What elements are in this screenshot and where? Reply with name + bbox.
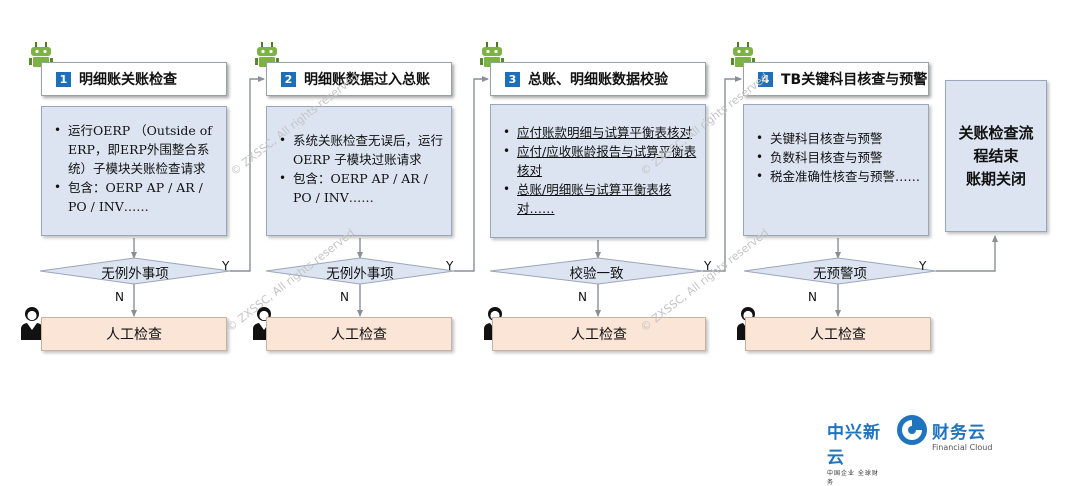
yes-label: Y [919,259,927,273]
bullet-item: •应付账款明细与试算平衡表核对 [503,125,693,140]
person-icon [21,307,43,340]
yes-label: Y [446,259,454,273]
step-2-header: 2 明细账数据过入总账 [266,62,452,96]
flow-connectors [39,76,998,317]
step-title: 明细账关账检查 [79,72,177,88]
decision-diamond-3 [489,257,704,285]
step-title: 总账、明细账数据校验 [528,72,668,88]
decision-diamond-2 [265,257,455,285]
bullet-item: •包含：OERP AP / AR / PO / INV…… [279,171,428,205]
yes-label: Y [704,259,712,273]
decision-text-3: 校验一致 [569,266,624,282]
no-label: N [340,290,349,304]
decision-text-4: 无预警项 [813,266,867,282]
decision-diamond-4 [743,257,937,285]
financial-cloud-logo-icon [897,415,927,445]
no-label: N [808,290,817,304]
financial-cloud-logo: 财务云 Financial Cloud [932,418,1012,452]
step-3-content: •应付账款明细与试算平衡表核对 •应付/应收账龄报告与试算平衡表核对 •总账/明… [490,104,706,238]
bullet-item: •应付/应收账龄报告与试算平衡表核对 [503,144,697,178]
no-label: N [115,290,124,304]
bullet-item: •运行OERP （Outside of ERP，即ERP外围整合系统）子模块关账… [54,123,212,176]
bullet-item: •关键科目核查与预警 [756,131,883,146]
no-label: N [578,290,587,304]
robot-icon [29,42,53,67]
end-box-line: 账期关闭 [965,169,1026,188]
decision-diamond-1 [39,257,231,285]
step-title: 明细账数据过入总账 [304,72,430,88]
end-box-line: 关账检查流 [958,123,1034,142]
end-box: 关账检查流 程结束 账期关闭 [945,80,1047,232]
step-1-content: •运行OERP （Outside of ERP，即ERP外围整合系统）子模块关账… [41,106,227,236]
zxssc-logo-subtext: 中国企业 全球财务 [827,470,879,486]
zxssc-logo-text: 中兴新云 [827,423,881,468]
decision-text-1: 无例外事项 [101,266,169,282]
step-number-badge: 4 [758,71,773,87]
manual-check-box: 人工检查 [41,317,227,351]
end-box-line: 程结束 [973,146,1019,165]
bullet-item: •总账/明细账与试算平衡表核对…… [503,182,672,216]
connector-2-yes [454,76,489,272]
financial-cloud-logo-subtext: Financial Cloud [932,443,993,452]
bullet-item: •系统关账检查无误后，运行OERP 子模块过账请求 [279,133,444,167]
connector-4-yes [936,235,998,272]
connector-1-yes [230,76,265,272]
step-number-badge: 2 [281,71,296,87]
bullet-item: •负数科目核查与预警 [756,150,883,165]
step-4-header: 4 TB关键科目核查与预警 [743,62,929,96]
connector-3-yes [703,76,742,272]
financial-cloud-logo-text: 财务云 [932,423,986,443]
step-4-content: •关键科目核查与预警 •负数科目核查与预警 •税金准确性核查与预警…… [743,104,929,236]
zxssc-logo: 中兴新云 中国企业 全球财务 [827,418,885,486]
manual-check-box: 人工检查 [745,317,931,351]
yes-label: Y [222,259,230,273]
bullet-item: •税金准确性核查与预警…… [756,169,921,184]
manual-check-box: 人工检查 [266,317,452,351]
decision-text-2: 无例外事项 [326,266,394,282]
step-3-header: 3 总账、明细账数据校验 [490,62,706,96]
step-number-badge: 1 [56,71,71,87]
step-title: TB关键科目核查与预警 [781,72,928,88]
step-number-badge: 3 [505,71,520,87]
bullet-item: •包含：OERP AP / AR / PO / INV…… [54,180,203,214]
step-1-header: 1 明细账关账检查 [41,62,227,96]
manual-check-box: 人工检查 [492,317,706,351]
step-2-content: •系统关账检查无误后，运行OERP 子模块过账请求 •包含：OERP AP / … [266,106,452,236]
